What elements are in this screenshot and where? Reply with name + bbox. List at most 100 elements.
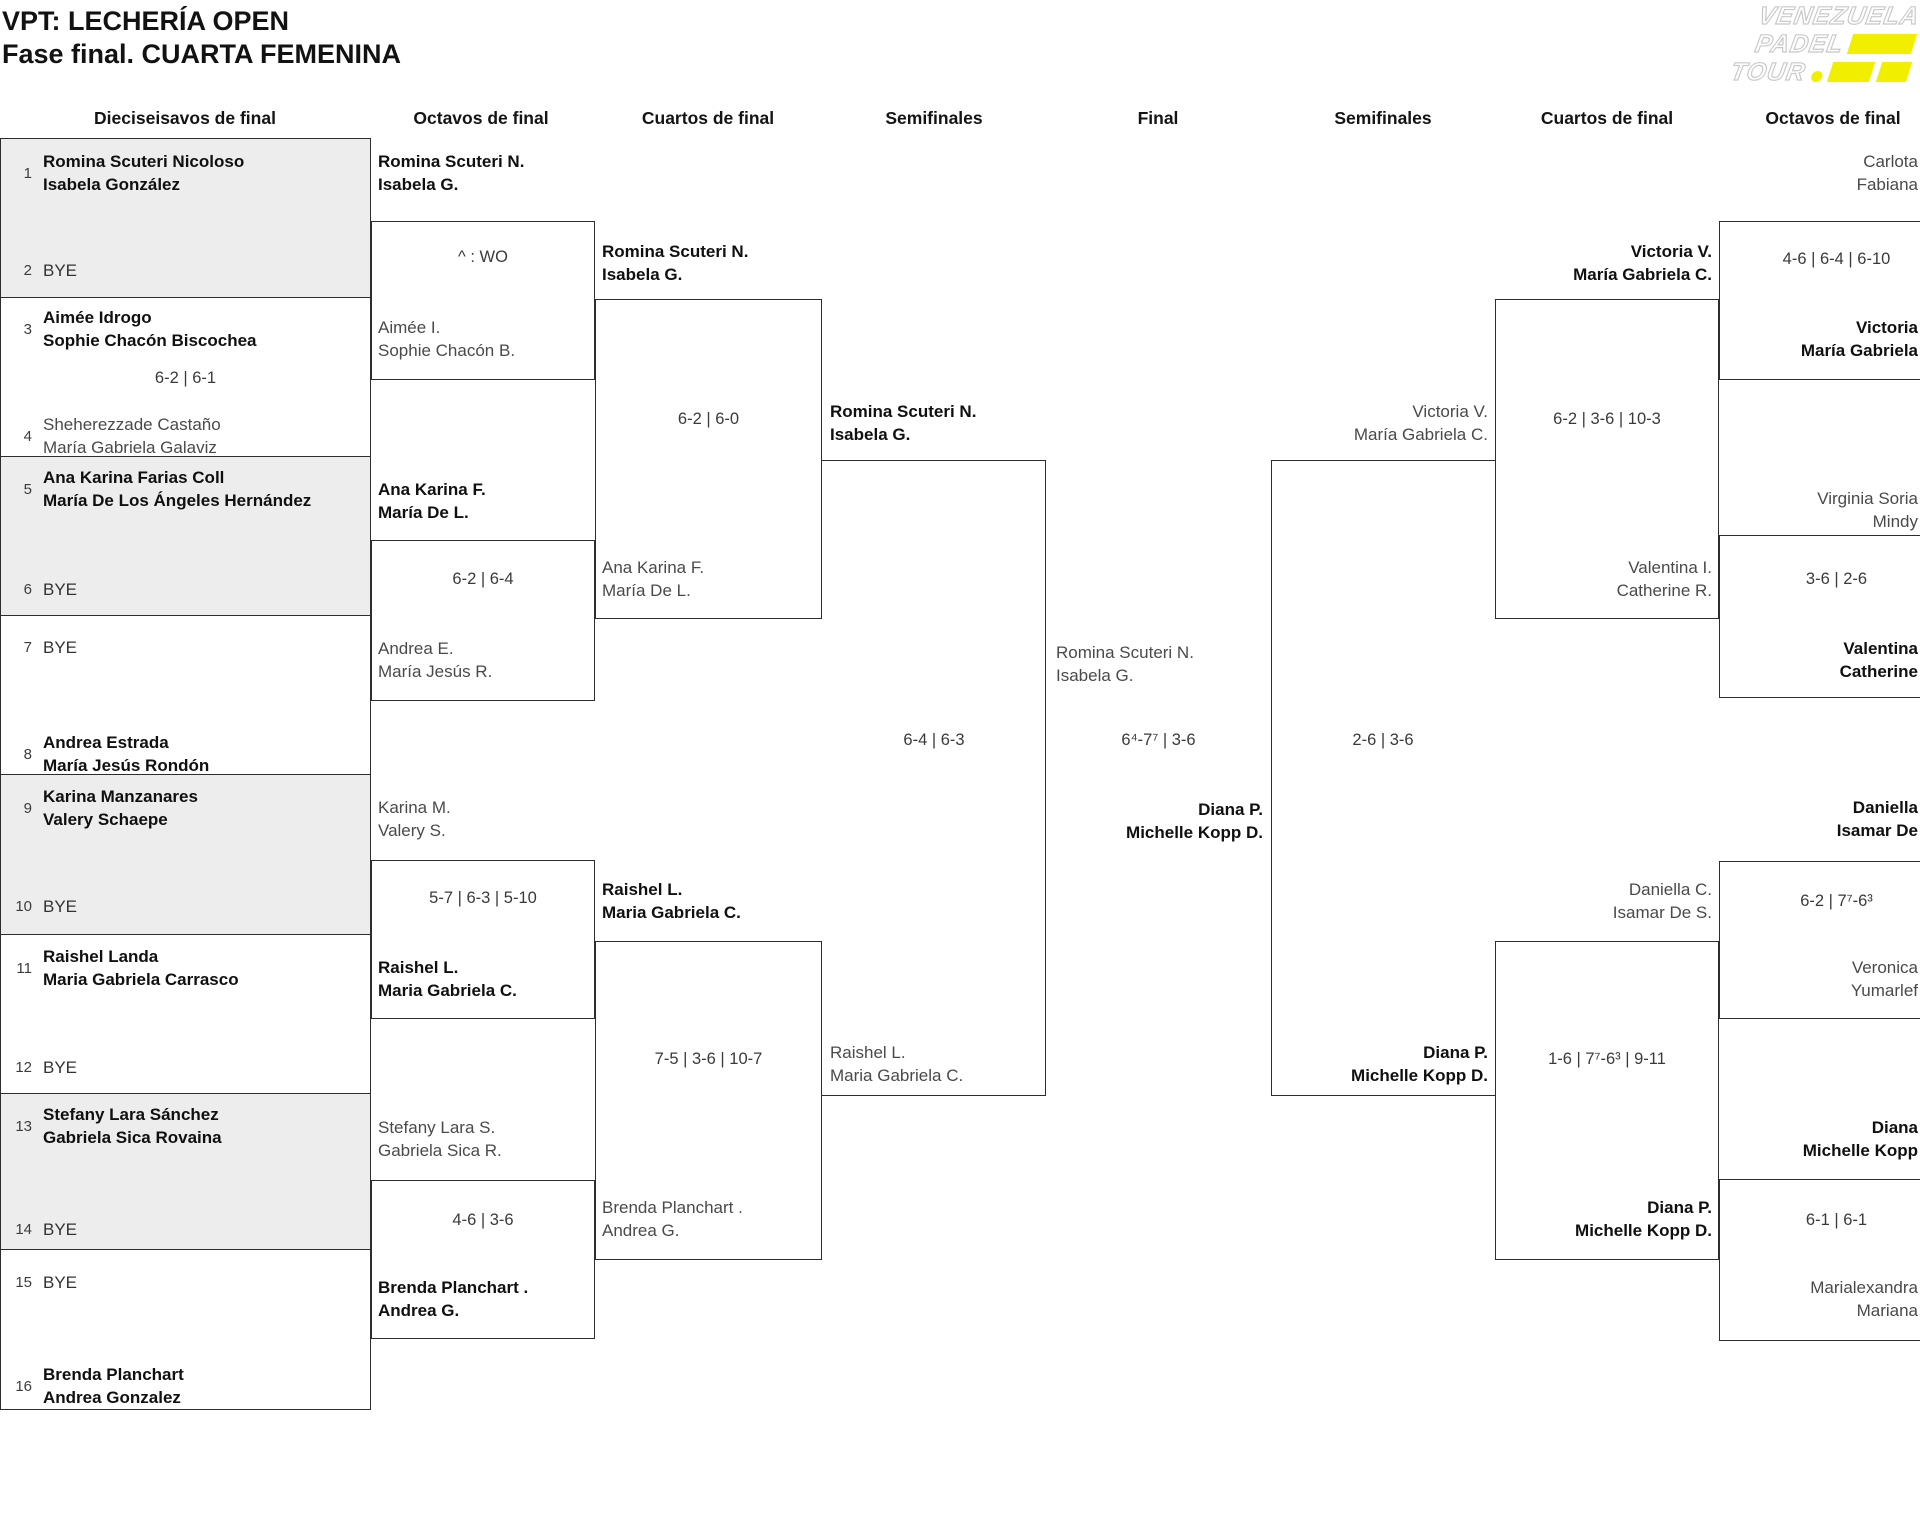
team-label: Romina Scuteri N.Isabela G. [830,402,977,444]
match-score: 3-6 | 2-6 [1805,570,1868,588]
match-score: 6-2 | 6-1 [154,369,217,387]
bracket-box [1271,460,1495,1096]
match-score: 2-6 | 3-6 [1352,731,1414,749]
match-score: 6-2 | 6-0 [677,410,740,428]
match-score: ^ : WO [458,248,508,266]
bracket-box [0,934,371,1093]
team-label: Karina M.Valery S. [378,798,451,840]
logo-yellow-bar [1827,62,1876,82]
seed-number: 5 [23,480,32,498]
logo-yellow-bar [1876,62,1913,82]
match-score: 4-6 | 3-6 [452,1211,514,1229]
match-score: 6-2 | 6-4 [452,570,514,588]
bracket-box [595,941,822,1260]
bracket-box [822,460,1046,1096]
team-label: Diana P.Michelle Kopp D. [1351,1043,1488,1085]
round-header-3: Cuartos de final [641,108,775,128]
team-label: Victoria V.María Gabriela C. [1353,402,1488,444]
bracket-box [0,1093,371,1249]
round-header-8: Octavos de final [1765,108,1901,128]
team-label: Daniella C.Isamar De S. [1612,880,1712,922]
team-label: Raishel L.Maria Gabriela C. [378,958,517,1000]
seed-number: 3 [23,320,32,338]
seed-number: 13 [15,1117,32,1135]
seed-number: 14 [15,1221,32,1238]
team-label: Raishel L.Maria Gabriela C. [830,1043,964,1085]
logo-yellow-bar [1847,34,1918,54]
match-score: 6-2 | 7⁷-6³ [1800,892,1873,910]
match-score: 7-5 | 3-6 | 10-7 [654,1050,763,1068]
seed-number: 4 [23,427,32,445]
team-label: Ana Karina F.María De L. [602,558,705,600]
team-label: Brenda Planchart .Andrea G. [378,1278,529,1320]
team-label: Romina Scuteri N.Isabela G. [602,242,749,284]
logo-text-padel: PADEL [1753,29,1847,58]
round-header-6: Semifinales [1334,108,1432,128]
team-label: Brenda Planchart .Andrea G. [602,1198,743,1240]
bracket-box [0,297,371,456]
match-score: 6-2 | 3-6 | 10-3 [1553,410,1661,428]
logo-yellow-dot [1810,70,1824,82]
logo-text-tour: TOUR [1728,57,1809,86]
seed-number: 16 [15,1377,32,1395]
seed-number: 2 [23,262,32,279]
team-label: Victoria V.María Gabriela C. [1573,242,1712,284]
round-header-2: Octavos de final [413,108,549,128]
team-label: Ana Karina F.María De L. [378,480,486,522]
bracket-box [371,860,595,1019]
team-label: Romina Scuteri N.Isabela G. [1056,643,1194,685]
seed-number: 1 [23,164,32,182]
bracket-box [1719,861,1920,1019]
bracket-box [371,1180,595,1339]
bracket-box [1495,299,1719,619]
team-label: Valentina I.Catherine R. [1616,558,1712,600]
vpt-logo: VENEZUELA PADEL TOUR [1728,1,1920,86]
match-score: 1-6 | 7⁷-6³ | 9-11 [1548,1050,1666,1068]
logo-text-venezuela: VENEZUELA [1756,1,1920,30]
seed-number: 11 [16,959,32,977]
bracket-box [0,456,371,615]
seed-number: 12 [15,1059,32,1076]
bracket-box [0,615,371,774]
match-score: 6⁴-7⁷ | 3-6 [1121,731,1196,749]
seed-number: 15 [15,1274,32,1291]
team-label: Aimée I.Sophie Chacón B. [378,318,516,360]
team-label: Diana P.Michelle Kopp D. [1575,1198,1712,1240]
bracket-box [0,138,371,297]
match-score: 4-6 | 6-4 | 6-10 [1782,250,1891,268]
round-header-1: Dieciseisavos de final [94,108,276,128]
page-title: VPT: LECHERÍA OPEN [2,6,290,36]
seed-number: 8 [23,745,32,763]
page-subtitle: Fase final. CUARTA FEMENINA [2,39,402,69]
bracket-box [0,774,371,934]
bracket-box [371,540,595,701]
match-score: 5-7 | 6-3 | 5-10 [429,889,537,907]
team-label: Raishel L.Maria Gabriela C. [602,880,741,922]
seed-number: 6 [23,581,32,598]
bracket-box [371,221,595,380]
round-header-4: Semifinales [885,108,983,128]
